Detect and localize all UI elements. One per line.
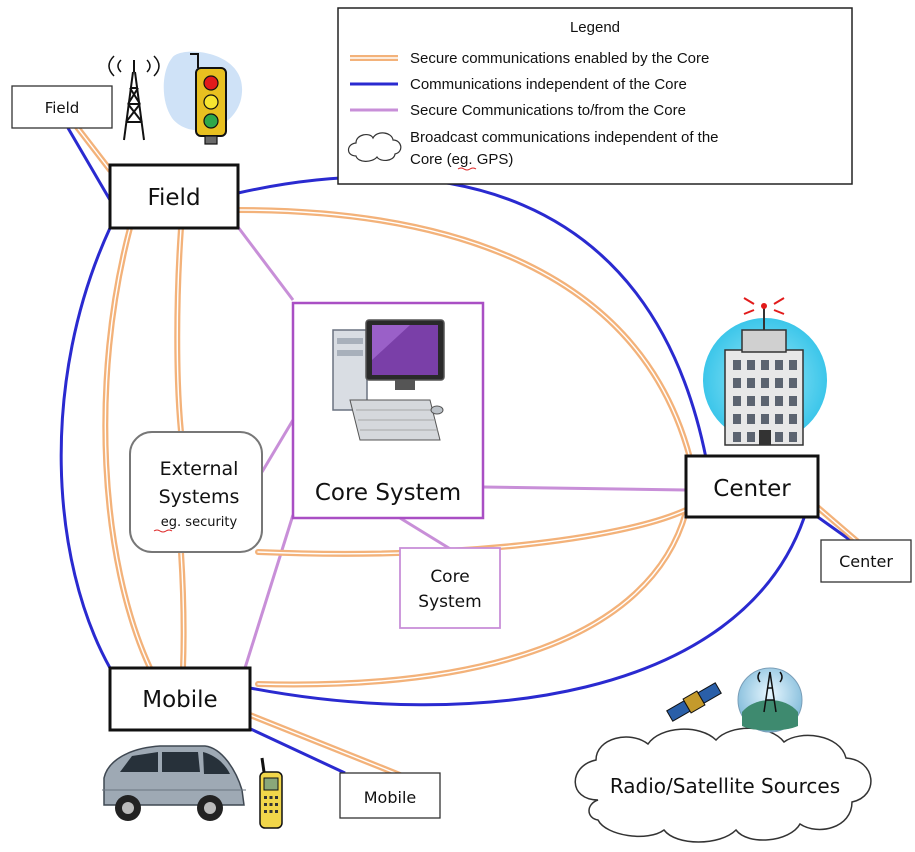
legend-item-secure-core: Secure Communications to/from the Core — [350, 102, 686, 119]
legend-label-secure-enabled: Secure communications enabled by the Cor… — [410, 50, 709, 67]
cloud-shape — [574, 727, 872, 843]
link-center-core — [482, 485, 687, 492]
phone-icon — [259, 757, 283, 829]
radio-satellite-cloud: Radio/Satellite Sources — [574, 727, 872, 843]
node-mobile-small: Mobile — [339, 772, 441, 819]
link-field-core — [236, 226, 295, 301]
cloud-label: Radio/Satellite Sources — [610, 774, 840, 798]
legend-item-independent: Communications independent of the Core — [350, 76, 687, 93]
mobile-small-label: Mobile — [364, 788, 416, 807]
node-core-system: Core System — [291, 301, 485, 520]
antenna-globe-icon — [737, 667, 803, 733]
link-mobile-small-blue — [239, 722, 346, 775]
center-small-label: Center — [839, 552, 893, 571]
legend-label-broadcast-2: Core (eg. GPS) — [410, 151, 513, 168]
link-mobile-core — [243, 514, 295, 669]
satellite-icon — [666, 682, 722, 722]
core-small-label-1: Core — [430, 567, 469, 587]
purple-links — [236, 226, 687, 669]
legend-box — [337, 7, 853, 185]
spell-underline — [457, 167, 477, 171]
field-label: Field — [147, 185, 200, 211]
core-system-label: Core System — [315, 480, 461, 506]
node-external-systems: External Systems eg. security — [129, 431, 263, 553]
link-field-small-field — [66, 127, 112, 201]
legend: Legend Secure communications enabled by … — [337, 7, 853, 185]
building-icon — [703, 297, 827, 446]
legend-title: Legend — [570, 19, 620, 36]
legend-label-independent: Communications independent of the Core — [410, 76, 687, 93]
field-small-label: Field — [45, 99, 80, 117]
link-field-mobile-blue — [59, 227, 112, 669]
external-label-3: eg. security — [161, 515, 238, 530]
external-label-1: External — [160, 458, 239, 480]
traffic-light-icon — [163, 51, 243, 145]
radio-tower-icon — [108, 55, 160, 141]
cloud-icon — [347, 132, 402, 162]
link-center-small-blue — [814, 513, 851, 542]
legend-item-broadcast: Broadcast communications independent of … — [347, 129, 719, 171]
node-mobile: Mobile — [108, 666, 252, 732]
core-small-label-2: System — [418, 592, 481, 612]
external-label-2: Systems — [159, 486, 240, 508]
node-center-small: Center — [820, 539, 912, 583]
node-core-system-small: Core System — [399, 547, 501, 629]
legend-label-secure-core: Secure Communications to/from the Core — [410, 102, 686, 119]
link-external-core — [260, 419, 295, 473]
legend-item-secure-enabled: Secure communications enabled by the Cor… — [350, 50, 709, 67]
link-field-center-blue — [237, 175, 708, 459]
blue-links — [59, 127, 851, 775]
node-field-small: Field — [11, 85, 113, 129]
link-mobile-center-blue — [249, 517, 806, 707]
legend-label-broadcast-1: Broadcast communications independent of … — [410, 129, 719, 146]
mobile-label: Mobile — [142, 687, 217, 713]
link-core-coresmall — [399, 516, 453, 552]
van-icon — [102, 745, 246, 821]
center-label: Center — [713, 476, 791, 502]
node-center: Center — [684, 454, 820, 519]
node-field: Field — [108, 163, 240, 230]
computer-icon — [332, 319, 445, 441]
